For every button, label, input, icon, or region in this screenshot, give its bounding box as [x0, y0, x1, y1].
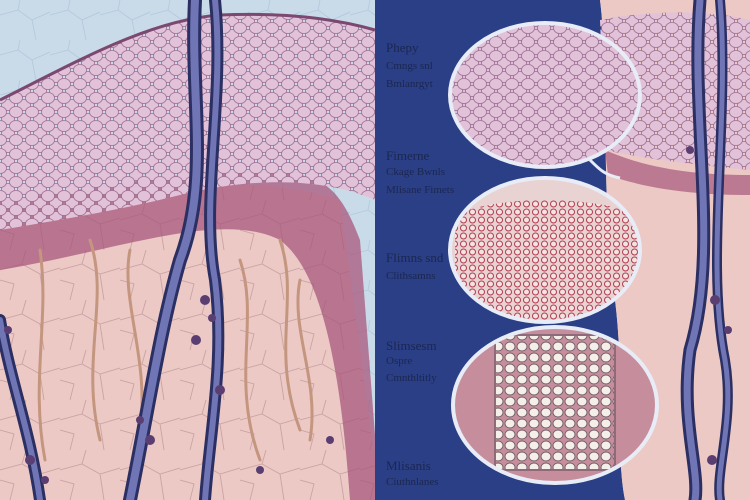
label-4-line-2: Ospre — [386, 355, 413, 367]
magnified-view-3 — [451, 325, 659, 485]
magnified-view-2 — [448, 176, 642, 324]
label-2-line-1: Fimerne — [386, 148, 430, 163]
label-1-line-2: Cmngs snl — [386, 60, 433, 72]
label-3-line-1: Flimns snd — [386, 250, 444, 265]
label-2-line-3: Mlisane Fimets — [386, 184, 455, 196]
label-5-line-1: Mlisanis — [386, 458, 431, 473]
label-1-line-1: Phepy — [386, 40, 419, 55]
label-4-line-3: Cmnthltitly — [386, 372, 437, 384]
epidermis-cells — [0, 14, 375, 230]
blood-vessels-left — [0, 0, 225, 500]
cell-clusters — [4, 295, 334, 484]
label-5-line-2: Ciuthnlanes — [386, 476, 439, 488]
label-4-line-1: Slimsesm — [386, 338, 437, 353]
label-2-line-2: Ckage Bwnls — [386, 166, 445, 178]
blood-vessels-right — [680, 0, 733, 500]
epidermis-cells-right — [600, 12, 750, 170]
magnified-view-1 — [448, 21, 642, 180]
label-1-line-3: Bmlanrgyt — [386, 78, 433, 90]
label-3-line-2: Clithsamns — [386, 270, 436, 282]
